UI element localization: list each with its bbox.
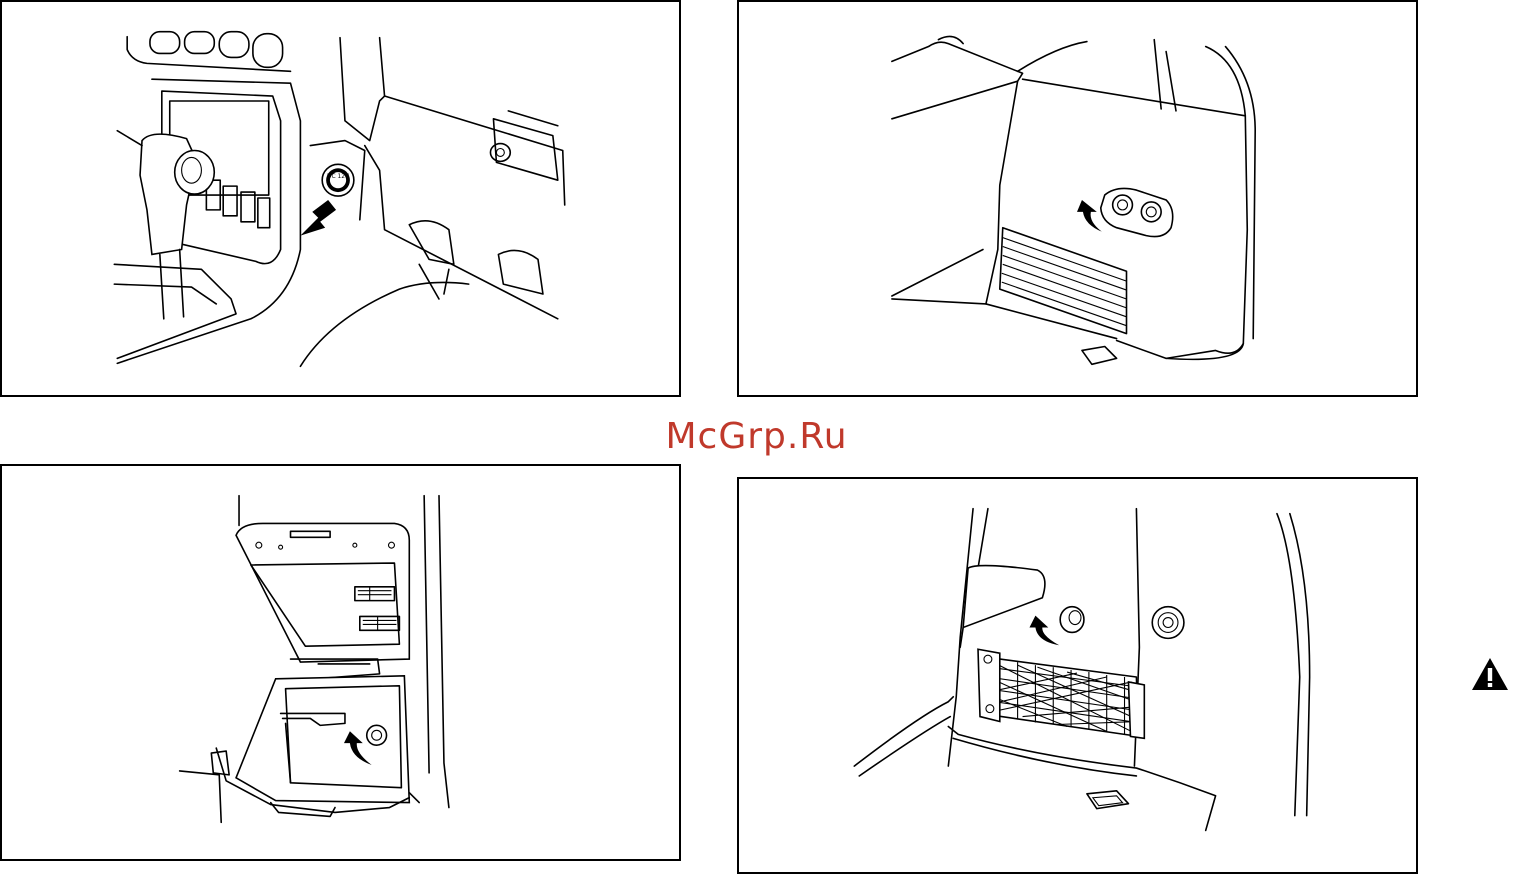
vent-grille	[1000, 228, 1127, 334]
illustration-dashboard-outlet: DC 12V	[0, 0, 681, 397]
illustration-console-box-outlet	[0, 464, 681, 861]
vent-dials	[150, 32, 283, 68]
console-line-art	[2, 466, 679, 859]
seat-cushion	[963, 566, 1045, 628]
illustration-rear-net-outlet	[737, 477, 1418, 874]
cargo-net	[986, 657, 1138, 736]
outlet-label: DC 12V	[327, 173, 349, 180]
rear-panel-line-art	[739, 2, 1416, 395]
pointer-arrow	[300, 200, 336, 236]
curved-arrow	[1029, 616, 1059, 646]
curved-arrow	[1077, 200, 1102, 232]
warning-triangle-icon	[1470, 656, 1510, 692]
illustration-rear-side-outlet	[737, 0, 1418, 397]
watermark: McGrp.Ru	[0, 416, 1513, 457]
dashboard-line-art: DC 12V	[2, 2, 679, 395]
rear-net-line-art	[739, 479, 1416, 872]
